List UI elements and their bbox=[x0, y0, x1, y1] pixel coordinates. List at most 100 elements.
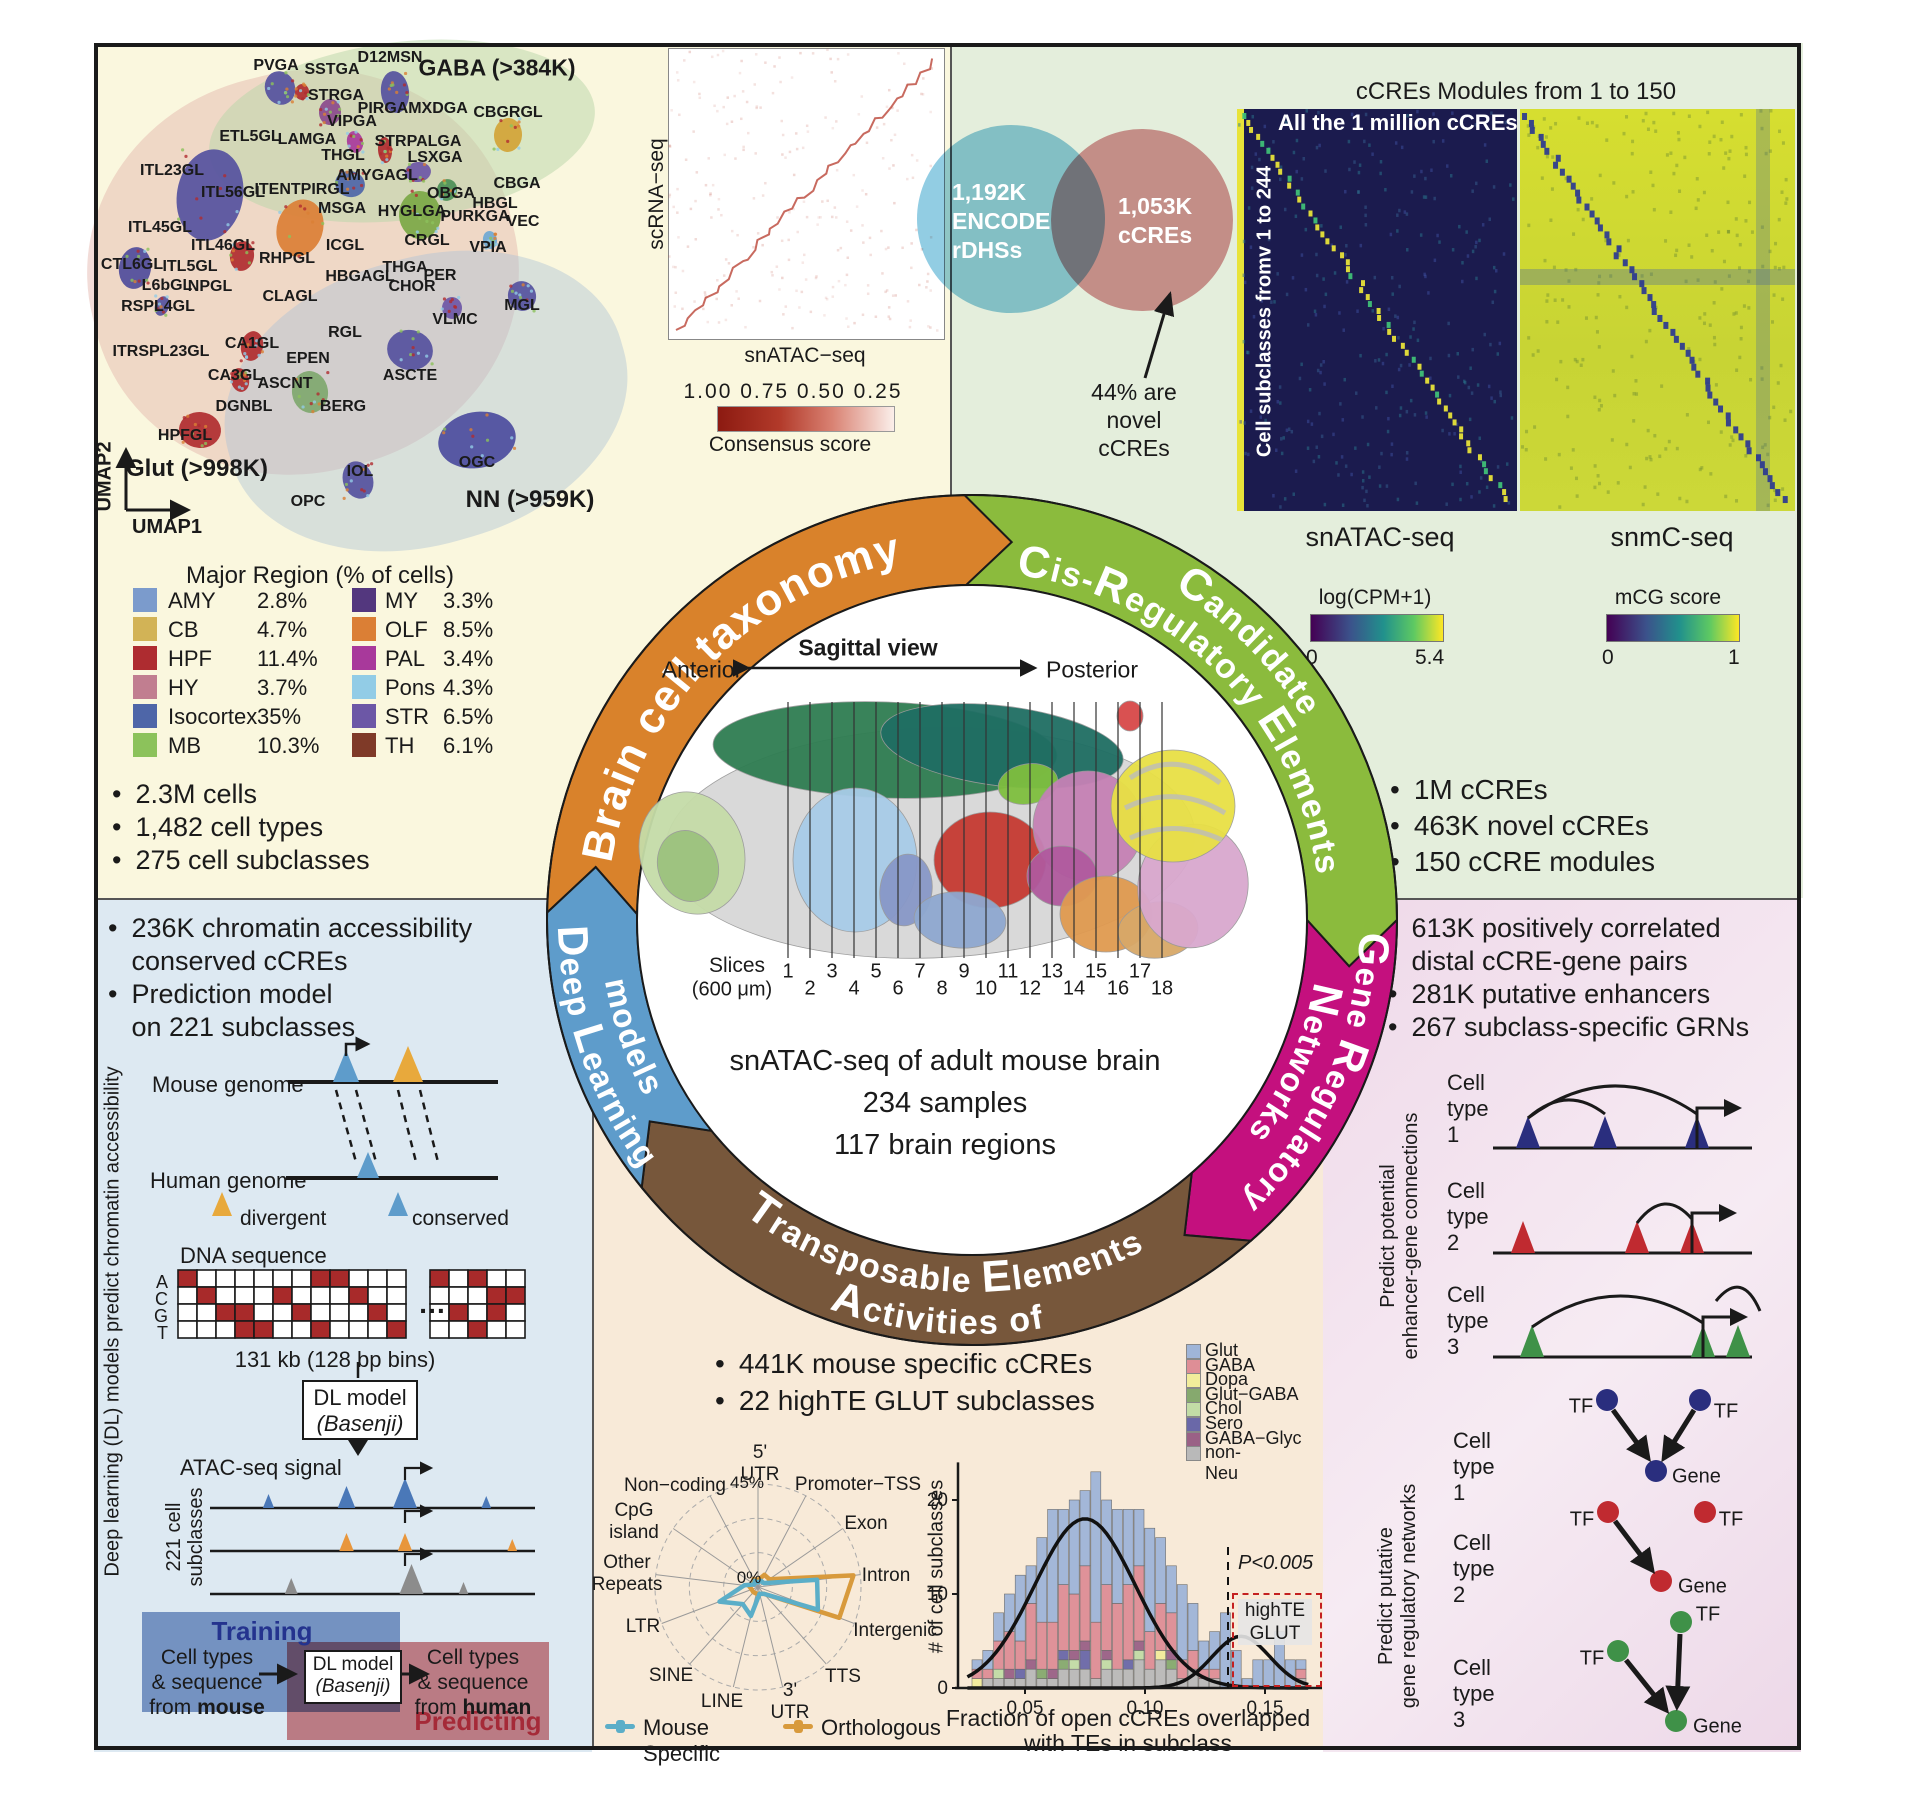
dna-cell bbox=[329, 1286, 350, 1305]
grn-enhancer bbox=[1593, 1116, 1617, 1148]
umap-speck bbox=[442, 431, 446, 435]
dna-cell bbox=[196, 1320, 217, 1339]
umap-speck bbox=[246, 343, 250, 347]
dl-model-line2: (Basenji) bbox=[316, 1411, 404, 1436]
umap-speck bbox=[186, 414, 190, 418]
hm-noise bbox=[1306, 446, 1310, 450]
modules-title: cCREs Modules from 1 to 150 bbox=[1355, 78, 1677, 105]
hm-noise bbox=[1292, 492, 1296, 496]
consensus-speck bbox=[788, 150, 792, 154]
slice-number: 12 bbox=[1018, 977, 1042, 1000]
umap-cluster-dot bbox=[342, 461, 374, 499]
umap-speck bbox=[322, 120, 326, 125]
consensus-speck bbox=[855, 205, 859, 208]
hm-noise bbox=[1319, 370, 1322, 375]
hm-noise bbox=[1678, 189, 1682, 193]
hist-legend-label: GABA bbox=[1205, 1354, 1256, 1375]
legend-label: MY bbox=[385, 588, 418, 613]
hm-noise bbox=[1332, 432, 1335, 437]
dna-cell bbox=[429, 1269, 450, 1288]
consensus-speck bbox=[890, 138, 893, 142]
grn-net-label: Cell type 2 bbox=[1453, 1530, 1495, 1607]
umap-speck bbox=[411, 345, 415, 350]
hm-noise bbox=[1665, 153, 1669, 157]
umap-speck bbox=[284, 91, 288, 95]
consensus-speck bbox=[775, 265, 779, 268]
radar-axis-label: LTR bbox=[625, 1616, 661, 1637]
consensus-speck bbox=[787, 238, 790, 242]
umap-nn-label: NN (>959K) bbox=[465, 486, 595, 513]
hm-noise bbox=[1243, 280, 1247, 285]
consensus-speck bbox=[882, 122, 886, 126]
consensus-speck bbox=[676, 211, 679, 214]
hm-noise bbox=[1536, 349, 1540, 353]
hm-noise bbox=[1719, 137, 1723, 142]
radar-axis-label: Exon bbox=[844, 1513, 888, 1534]
hm-diag-dot bbox=[1331, 245, 1336, 252]
hm-noise bbox=[1363, 498, 1366, 503]
radar-spoke bbox=[757, 1495, 807, 1588]
consensus-speck bbox=[811, 52, 815, 55]
hm-noise bbox=[1391, 384, 1394, 389]
consensus-speck bbox=[849, 229, 853, 232]
hm-noise bbox=[1474, 123, 1478, 127]
radar-axis-label: CpG island bbox=[609, 1500, 659, 1543]
consensus-speck bbox=[826, 48, 829, 52]
consensus-speck bbox=[761, 243, 764, 247]
hm-diag-dot bbox=[1695, 370, 1701, 378]
hm-noise bbox=[1405, 451, 1409, 455]
dna-cell bbox=[367, 1269, 388, 1288]
consensus-speck bbox=[670, 109, 673, 112]
umap-speck bbox=[346, 177, 350, 181]
hm-diag-dot bbox=[1503, 496, 1508, 503]
grn-gene-arrow bbox=[1690, 1204, 1737, 1253]
umap-speck bbox=[304, 91, 308, 95]
dna-cell bbox=[448, 1269, 469, 1288]
dl-subclasses-l1: 221 cell bbox=[163, 1502, 185, 1572]
hist-bar-seg bbox=[993, 1668, 1004, 1679]
hist-legend-label: GABA−Glyc bbox=[1205, 1427, 1302, 1448]
consensus-speck bbox=[792, 173, 796, 177]
hist-bar-seg bbox=[1025, 1603, 1037, 1661]
consensus-speck bbox=[837, 279, 841, 283]
hm-noise bbox=[1485, 485, 1489, 490]
hm-noise bbox=[1490, 111, 1493, 115]
hm-noise bbox=[1746, 279, 1750, 284]
hm-noise bbox=[1526, 124, 1530, 128]
consensus-speck bbox=[716, 279, 719, 282]
consensus-speck bbox=[888, 167, 891, 170]
consensus-speck bbox=[894, 294, 897, 297]
umap-cluster-label: THGL bbox=[321, 147, 365, 164]
hm-noise bbox=[1496, 465, 1500, 469]
hm-noise bbox=[1345, 243, 1348, 248]
umap-speck bbox=[425, 219, 429, 223]
consensus-speck bbox=[893, 133, 897, 137]
umap-speck bbox=[518, 295, 523, 300]
hm-noise bbox=[1510, 416, 1514, 420]
hist-bar-seg bbox=[1079, 1565, 1091, 1642]
hist-bar-seg bbox=[1068, 1668, 1080, 1689]
umap-speck bbox=[485, 438, 490, 442]
hm-noise bbox=[1295, 169, 1298, 174]
hm-diag-dot bbox=[1707, 391, 1713, 399]
umap-speck bbox=[232, 243, 236, 247]
umap-speck bbox=[312, 400, 317, 404]
hm-noise bbox=[1361, 485, 1364, 490]
umap-speck bbox=[233, 241, 238, 245]
umap-speck bbox=[352, 134, 356, 139]
dna-cell bbox=[310, 1303, 331, 1322]
hm-noise bbox=[1622, 131, 1626, 136]
hm-noise bbox=[1749, 377, 1753, 382]
dna-cell bbox=[505, 1320, 526, 1339]
hm-noise bbox=[1596, 474, 1600, 478]
hm-noise bbox=[1739, 113, 1743, 117]
hist-legend-label: Chol bbox=[1205, 1398, 1243, 1419]
consensus-speck bbox=[909, 319, 912, 322]
hm-noise bbox=[1247, 206, 1251, 210]
radar-axis-label: TTS bbox=[825, 1666, 861, 1687]
hm-noise bbox=[1597, 407, 1601, 412]
umap-cluster-label: ITL46GL bbox=[190, 237, 256, 254]
hm-noise bbox=[1459, 470, 1462, 474]
